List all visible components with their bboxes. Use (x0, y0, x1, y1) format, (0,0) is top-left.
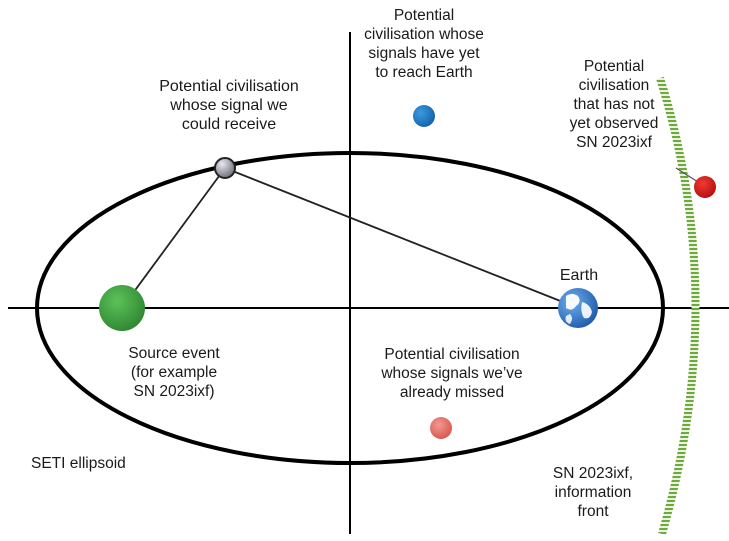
label-line: Potential civilisation (384, 346, 520, 363)
label-line: SN 2023ixf, (552, 465, 634, 482)
label-line: that has not (573, 96, 655, 113)
label-source-event: Source event (for example SN 2023ixf) (124, 344, 224, 401)
label-not-observed-civilisation: Potential civilisation that has not yet … (560, 57, 668, 152)
label-seti-ellipsoid: SETI ellipsoid (31, 455, 126, 472)
label-line: (for example (130, 364, 218, 381)
label-line: whose signal we (134, 96, 324, 115)
source-to-receiver-line (121, 167, 226, 309)
source-event-dot (99, 285, 145, 331)
label-line: already missed (399, 384, 505, 401)
label-missed-civilisation: Potential civilisation whose signals we’… (357, 345, 547, 402)
label-line: information (554, 484, 632, 501)
label-fragment: we (262, 97, 288, 114)
label-line: Potential (583, 58, 645, 75)
label-line: signals have yet (368, 45, 480, 62)
label-earth: Earth (559, 267, 599, 284)
information-front-arc (656, 76, 700, 536)
pointer-line (675, 167, 699, 183)
receiver-civilisation-dot (214, 157, 236, 179)
label-line: Source event (128, 345, 220, 362)
earth-globe (558, 288, 598, 328)
label-line: civilisation whose (364, 26, 484, 43)
label-fragment: whose signal (170, 97, 263, 114)
seti-ellipse (35, 151, 665, 465)
label-line: civilisation (578, 77, 650, 94)
label-line: yet observed (569, 115, 659, 132)
label-line: SN 2023ixf) (133, 383, 215, 400)
label-receiver-civilisation: Potential civilisation whose signal we c… (134, 77, 324, 134)
label-line: Potential civilisation (159, 78, 299, 95)
not-observed-civilisation-dot (694, 176, 716, 198)
missed-civilisation-dot (430, 417, 452, 439)
label-line: SN 2023ixf (576, 134, 652, 151)
label-line: whose signals we’ve (381, 365, 523, 382)
label-information-front: SN 2023ixf, information front (548, 464, 638, 521)
label-future-civilisation: Potential civilisation whose signals hav… (361, 6, 487, 82)
label-line: could receive (181, 116, 277, 133)
future-civilisation-dot (413, 105, 435, 127)
label-line: Potential (393, 7, 455, 24)
label-line: to reach Earth (375, 64, 473, 81)
receiver-to-earth-line (224, 167, 579, 309)
label-line: front (577, 503, 609, 520)
